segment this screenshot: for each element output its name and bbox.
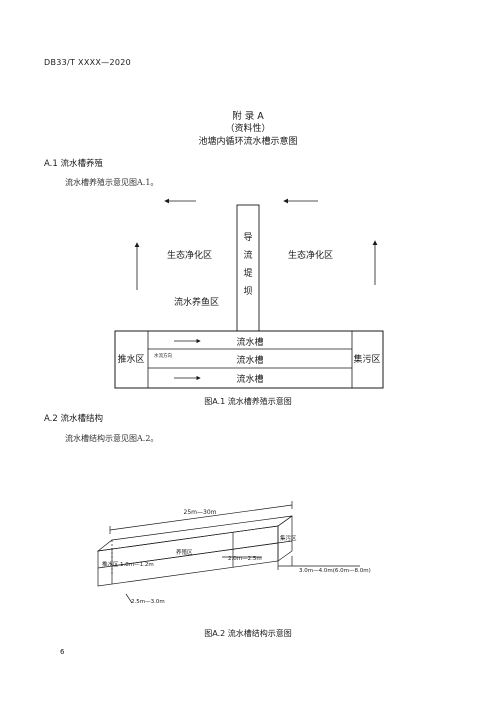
page-number: 6	[60, 648, 65, 656]
diversion-dam	[236, 204, 260, 332]
dam-char-1: 导	[243, 232, 252, 243]
depth-dim-label: 1.8m—1.2m	[120, 562, 154, 568]
dam-char-4: 坝	[243, 286, 252, 297]
figure-a2	[96, 501, 360, 604]
breed-zone-label: 养殖区	[176, 548, 193, 556]
appendix-heading: 池塘内循环流水槽示意图	[198, 137, 298, 147]
dam-char-3: 堤	[243, 268, 252, 279]
figure-a2-labels: 25m—30m 集污区 养殖区 2.0m—2.5m 推水区 1.8m—1.2m …	[102, 509, 371, 605]
push-zone-label: 推水区	[117, 353, 144, 365]
bottom-dim-label: 2.5m—3.0m	[131, 599, 165, 605]
section-a1-paragraph: 流水槽养殖示意见图A.1。	[65, 178, 159, 187]
section-a2-title: A.2 流水槽结构	[44, 414, 103, 424]
figure-a1-caption: 图A.1 流水槽养殖示意图	[204, 397, 292, 406]
tank-3-label: 流水槽	[236, 373, 263, 385]
flow-direction-note: 水流方向	[154, 352, 172, 359]
fish-zone-label: 流水养鱼区	[174, 296, 219, 308]
tank-system-outline	[114, 330, 384, 389]
document-code-header: DB33/T XXXX—2020	[44, 58, 132, 67]
eco-zone-right-label: 生态净化区	[288, 249, 333, 261]
figure-a1: 导 流 堤 坝 生态净化区 生态净化区 流水养鱼区 推水区 集污区 流水槽 流水…	[114, 198, 384, 389]
length-dim-label: 25m—30m	[184, 509, 217, 516]
appendix-title: 附 录 A	[232, 111, 264, 122]
collect-zone-label: 集污区	[353, 353, 380, 365]
push-zone-small-label: 推水区	[102, 560, 119, 568]
figure-a2-caption: 图A.2 流水槽结构示意图	[204, 629, 292, 638]
right-dim-label: 3.0m—4.0m(6.0m—8.0m)	[299, 568, 371, 574]
section-a2-paragraph: 流水槽结构示意见图A.2。	[65, 434, 159, 443]
inner-width-label: 2.0m—2.5m	[228, 556, 262, 562]
tank-2-label: 流水槽	[236, 354, 263, 366]
section-a1-title: A.1 流水槽养殖	[44, 159, 103, 169]
collect-zone-small-label: 集污区	[280, 534, 297, 542]
dam-char-2: 流	[243, 249, 252, 261]
eco-zone-left-label: 生态净化区	[167, 249, 212, 261]
tank-1-label: 流水槽	[236, 336, 263, 348]
appendix-subtitle: （资料性）	[225, 124, 271, 134]
